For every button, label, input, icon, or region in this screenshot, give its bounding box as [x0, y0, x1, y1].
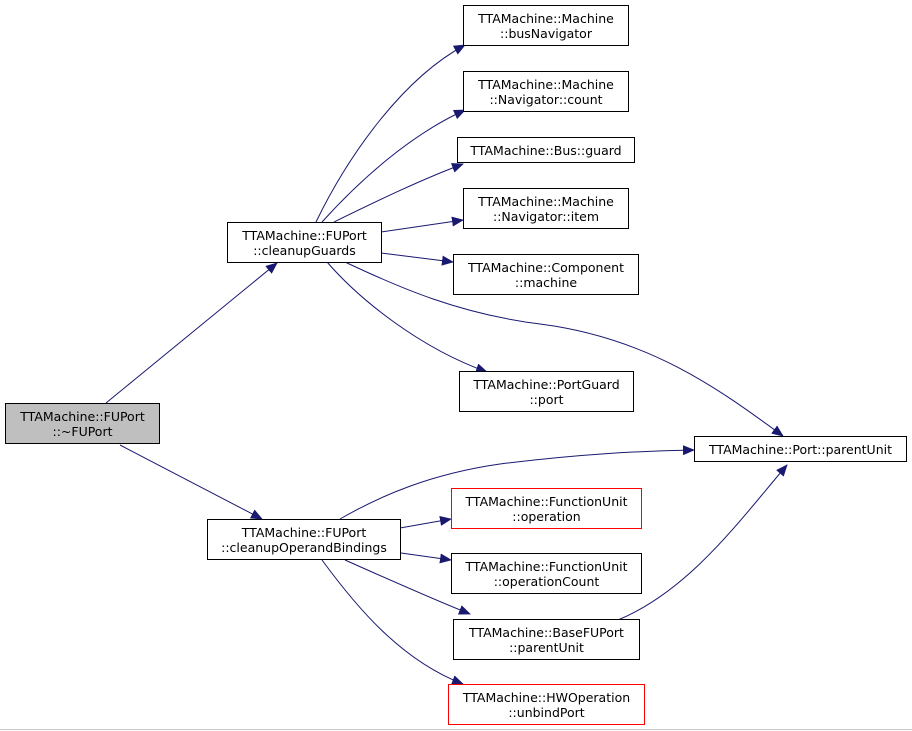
node-machine-bus-navigator[interactable]: TTAMachine::Machine ::busNavigator: [463, 5, 629, 46]
edge-guards-to-portguard-port: [326, 261, 488, 373]
node-portguard-port-line2: ::port: [529, 391, 564, 407]
node-bus-guard[interactable]: TTAMachine::Bus::guard: [457, 137, 635, 163]
node-function-unit-operation-count[interactable]: TTAMachine::FunctionUnit ::operationCoun…: [451, 553, 642, 594]
edge-guards-to-navigator-item: [380, 216, 464, 233]
edge-guards-to-navigator-count: [321, 109, 466, 223]
node-function-unit-operation-count-line1: TTAMachine::FunctionUnit: [465, 558, 628, 574]
edge-bindings-to-base-fuport-parent-unit: [344, 559, 471, 615]
node-base-fuport-parent-unit-line2: ::parentUnit: [509, 639, 584, 655]
edge-root-to-cleanup-operand-bindings: [119, 444, 263, 520]
edge-guards-to-port-parent-unit: [344, 261, 784, 437]
node-base-fuport-parent-unit[interactable]: TTAMachine::BaseFUPort ::parentUnit: [453, 619, 640, 660]
node-port-parent-unit-line1: TTAMachine::Port::parentUnit: [708, 441, 892, 457]
node-function-unit-operation[interactable]: TTAMachine::FunctionUnit ::operation: [451, 488, 642, 529]
node-hwoperation-unbind-port[interactable]: TTAMachine::HWOperation ::unbindPort: [448, 684, 645, 725]
node-fuport-cleanup-operand-bindings-line2: ::cleanupOperandBindings: [221, 539, 387, 555]
edge-guards-to-component-machine: [380, 252, 454, 266]
node-component-machine-line2: ::machine: [514, 274, 578, 290]
edge-guards-to-bus-navigator: [315, 44, 466, 223]
node-function-unit-operation-count-line2: ::operationCount: [493, 573, 600, 589]
edge-bindings-to-hwoperation-unbind-port: [321, 559, 464, 685]
bottom-divider: [0, 729, 912, 730]
node-fuport-cleanup-operand-bindings-line1: TTAMachine::FUPort: [241, 524, 367, 540]
node-base-fuport-parent-unit-line1: TTAMachine::BaseFUPort: [469, 624, 624, 640]
node-machine-bus-navigator-line2: ::busNavigator: [500, 25, 592, 41]
edge-base-fuport-to-port-parent-unit: [617, 464, 788, 621]
edge-bindings-to-fu-operation: [399, 515, 452, 529]
node-portguard-port[interactable]: TTAMachine::PortGuard ::port: [459, 371, 634, 412]
node-function-unit-operation-line1: TTAMachine::FunctionUnit: [465, 493, 628, 509]
node-fuport-cleanup-guards[interactable]: TTAMachine::FUPort ::cleanupGuards: [227, 222, 382, 263]
node-fuport-destructor-line1: TTAMachine::FUPort: [20, 408, 145, 424]
node-component-machine[interactable]: TTAMachine::Component ::machine: [453, 254, 639, 295]
node-machine-navigator-count-line1: TTAMachine::Machine: [478, 76, 614, 92]
edge-bindings-to-fu-operation-count: [400, 552, 452, 564]
node-machine-navigator-item[interactable]: TTAMachine::Machine ::Navigator::item: [463, 188, 629, 229]
node-machine-navigator-count[interactable]: TTAMachine::Machine ::Navigator::count: [463, 71, 629, 112]
node-fuport-destructor-line2: ::~FUPort: [52, 423, 113, 439]
node-fuport-cleanup-operand-bindings[interactable]: TTAMachine::FUPort ::cleanupOperandBindi…: [207, 519, 401, 560]
node-component-machine-line1: TTAMachine::Component: [468, 259, 624, 275]
node-machine-bus-navigator-line1: TTAMachine::Machine: [478, 10, 614, 26]
node-fuport-cleanup-guards-line2: ::cleanupGuards: [253, 242, 356, 258]
node-function-unit-operation-line2: ::operation: [512, 508, 581, 524]
node-hwoperation-unbind-port-line2: ::unbindPort: [508, 704, 585, 720]
node-portguard-port-line1: TTAMachine::PortGuard: [473, 376, 620, 392]
edge-bindings-to-port-parent-unit: [339, 445, 695, 520]
node-machine-navigator-item-line1: TTAMachine::Machine: [478, 193, 614, 209]
edge-guards-to-bus-guard: [333, 163, 464, 223]
edge-root-to-cleanup-guards: [105, 262, 278, 404]
node-hwoperation-unbind-port-line1: TTAMachine::HWOperation: [462, 689, 631, 705]
node-machine-navigator-count-line2: ::Navigator::count: [489, 91, 603, 107]
node-machine-navigator-item-line2: ::Navigator::item: [492, 208, 600, 224]
node-fuport-destructor: TTAMachine::FUPort ::~FUPort: [5, 403, 160, 444]
node-fuport-cleanup-guards-line1: TTAMachine::FUPort: [242, 227, 367, 243]
node-bus-guard-line1: TTAMachine::Bus::guard: [470, 142, 622, 158]
node-port-parent-unit[interactable]: TTAMachine::Port::parentUnit: [694, 436, 907, 462]
